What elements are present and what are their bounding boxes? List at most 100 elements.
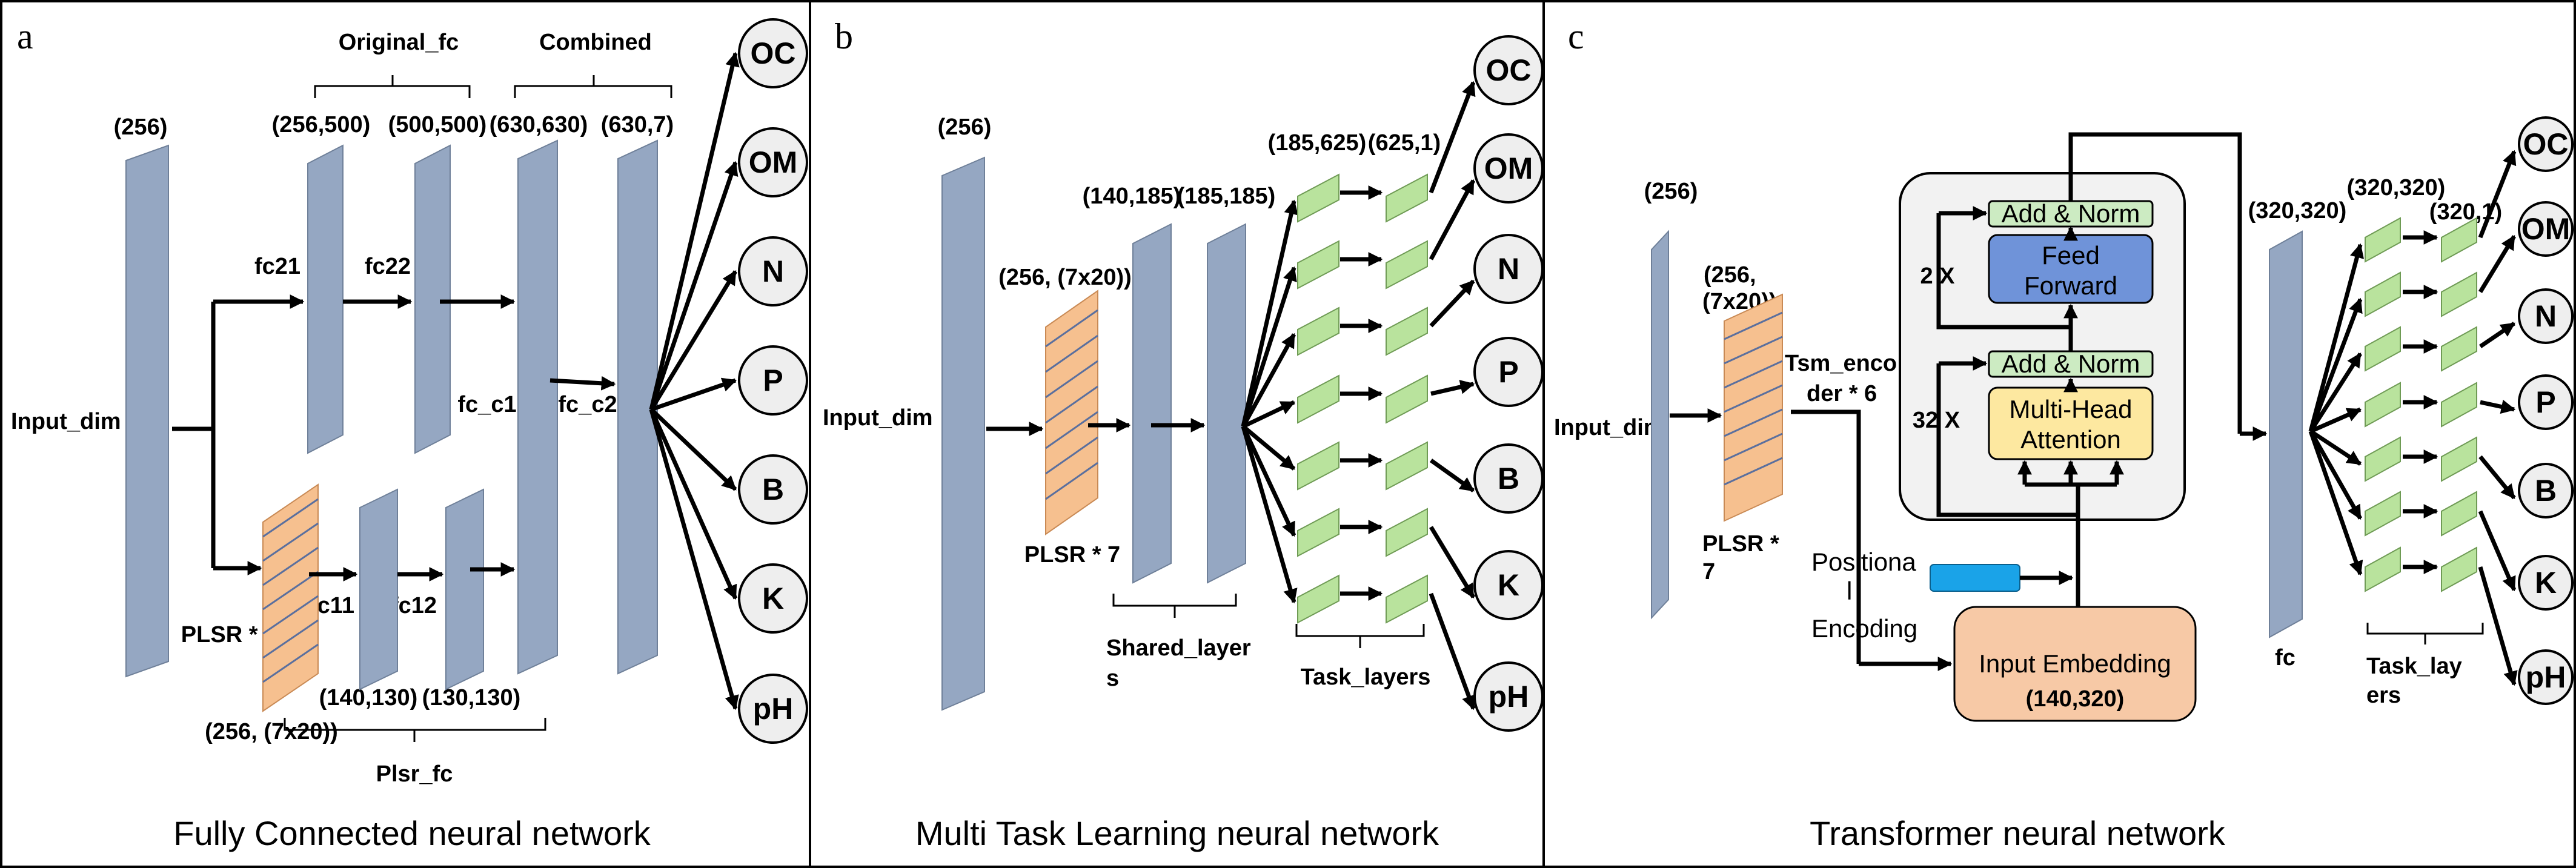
panel-a-output-circle-3 [738, 345, 808, 416]
panel-b-fan-arrow-6 [1241, 426, 1298, 604]
panel-c-output-circle-2 [2518, 288, 2574, 344]
panel-b-output-circle-2 [1473, 234, 1544, 304]
panel-b-task-layer-2-2 [1386, 306, 1428, 356]
panel-b-output-label-3: P [1498, 355, 1518, 389]
panel-b-task-layer-1-5 [1297, 508, 1339, 557]
panel-a-arrow-fcc1-fcc2 [549, 376, 616, 391]
panel-b-output-label-5: K [1498, 568, 1519, 602]
panel-c-output-label-6: pH [2526, 660, 2566, 694]
panel-b-task-layer-2-0 [1386, 173, 1428, 223]
panel-c-plsr-line1: PLSR * [1702, 531, 1779, 557]
input-embedding-label: Input Embedding [1979, 649, 2171, 678]
panel-a-output-label-0: OC [751, 36, 796, 70]
panel-a-output-circle-4 [738, 454, 808, 525]
panel-a-fc12-layer [445, 488, 484, 691]
panel-a-dim-256-500: (256,500) [272, 112, 371, 137]
panel-a-output-label-3: P [763, 363, 783, 397]
panel-c-output-label-5: K [2535, 566, 2557, 600]
panel-c-task-layer-1-6 [2365, 546, 2401, 592]
panel-c-output-circle-4 [2518, 463, 2574, 518]
panel-a-original-fc-bracket [314, 75, 471, 98]
panel-a-letter: a [17, 16, 33, 56]
panel-c-output-arrow-1 [2478, 234, 2516, 293]
panel-a-fc21-layer [307, 144, 344, 454]
panel-c-letter: c [1568, 16, 1584, 56]
panel-b-task-layers-group [1241, 81, 1476, 711]
panel-b-output-circle-6 [1473, 661, 1544, 732]
panel-b-caption: Multi Task Learning neural network [915, 814, 1439, 852]
panel-b-output-arrow-3 [1430, 380, 1475, 396]
panel-b-output-label-4: B [1498, 462, 1519, 495]
panel-b-task-layer-1-3 [1297, 374, 1339, 424]
panel-a: a Fully Connected neural network (256) I… [11, 16, 808, 852]
panel-c-dim-256: (256) [1644, 179, 1698, 204]
panel-b-output-arrow-0 [1429, 81, 1476, 194]
panel-b-input-dim: Input_dim [823, 405, 933, 431]
panel-b-task-layer-2-5 [1386, 508, 1428, 557]
panel-b-output-label-6: pH [1489, 680, 1529, 714]
positional-line3: Encoding [1811, 614, 1917, 643]
positional-line2: l [1847, 577, 1852, 605]
panel-c: c Transformer neural network (256) Input… [1554, 16, 2574, 852]
panel-c-task-layers-group [2308, 150, 2518, 686]
panel-a-plsr-fc-bracket [284, 718, 546, 742]
panel-b-task-layer-2-4 [1386, 441, 1428, 491]
encoder-out-path [2068, 132, 2242, 434]
panel-a-dim-630-7: (630,7) [601, 112, 674, 137]
panel-c-fc-layer [2269, 230, 2303, 638]
panel-a-output-label-4: B [762, 472, 784, 506]
panel-a-caption: Fully Connected neural network [173, 814, 651, 852]
panel-a-output-arrow-4 [649, 408, 737, 491]
panel-b-fan-arrow-3 [1242, 400, 1296, 429]
panel-c-fan-arrow-3 [2309, 407, 2362, 434]
panel-c-dim-320-320-task: (320,320) [2347, 175, 2446, 200]
panel-c-input-dim: Input_dim [1554, 415, 1664, 440]
panel-c-input-layer [1651, 230, 1669, 620]
panel-c-caption: Transformer neural network [1810, 814, 2226, 852]
panel-c-task-layer-1-5 [2365, 491, 2401, 537]
panel-a-original-fc: Original_fc [339, 30, 459, 55]
panel-c-task-layers-2: ers [2366, 683, 2401, 708]
panel-a-fc11-layer [359, 488, 398, 691]
add-norm-bottom-label: Add & Norm [2002, 350, 2140, 378]
panel-c-fan-arrow-2 [2309, 352, 2362, 432]
panel-c-task-layers-1: Task_lay [2366, 654, 2462, 679]
add-norm-top-label: Add & Norm [2002, 199, 2140, 228]
panel-c-plsr-line2: 7 [1702, 559, 1715, 585]
panel-b-output-arrow-4 [1429, 459, 1475, 492]
panel-b-plsr-block [1045, 290, 1098, 535]
panel-c-task-layer-2-3 [2441, 382, 2477, 428]
panel-a-plsr-fc: Plsr_fc [376, 761, 453, 787]
panel-c-output-circle-3 [2518, 374, 2574, 430]
panel-b-dim-625-1: (625,1) [1368, 130, 1441, 156]
panel-c-task-layer-2-2 [2441, 326, 2477, 372]
panel-c-output-arrow-6 [2478, 566, 2518, 686]
panel-b-fan-arrow-0 [1241, 199, 1298, 427]
panel-b-dim-185-185: (185,185) [1177, 184, 1276, 209]
panel-a-output-circle-2 [738, 236, 808, 306]
panel-a-fc21: fc21 [254, 254, 300, 279]
panel-b-fan-arrow-1 [1241, 266, 1297, 428]
panel-b-task-layer-1-6 [1297, 574, 1339, 624]
panel-b-plsr: PLSR * 7 [1024, 542, 1120, 568]
panel-a-output-circle-1 [738, 127, 808, 197]
panel-c-output-label-4: B [2535, 474, 2557, 508]
panel-a-input-dim: Input_dim [11, 409, 121, 434]
panel-b-task-layer-2-6 [1386, 574, 1428, 624]
panel-c-tsm-line2: der * 6 [1807, 381, 1877, 406]
panel-c-output-arrow-2 [2479, 322, 2515, 348]
panel-c-plsr-block [1724, 293, 1783, 522]
panel-b-shared-layers-1: Shared_layer [1106, 635, 1251, 661]
panel-b: b Multi Task Learning neural network (25… [823, 16, 1544, 852]
panel-b-output-label-0: OC [1486, 53, 1532, 87]
panel-c-thirty-two-x: 32 X [1913, 408, 1960, 433]
panel-a-output-label-6: pH [753, 692, 794, 726]
panel-c-fan-arrow-5 [2308, 430, 2363, 520]
panel-a-output-circle-5 [738, 563, 808, 634]
panel-b-shared-bracket [1112, 594, 1237, 618]
panel-a-fc-c1-layer [517, 139, 558, 675]
mha-line2: Attention [2020, 425, 2121, 454]
panel-a-dim-130-130: (130,130) [422, 685, 521, 711]
